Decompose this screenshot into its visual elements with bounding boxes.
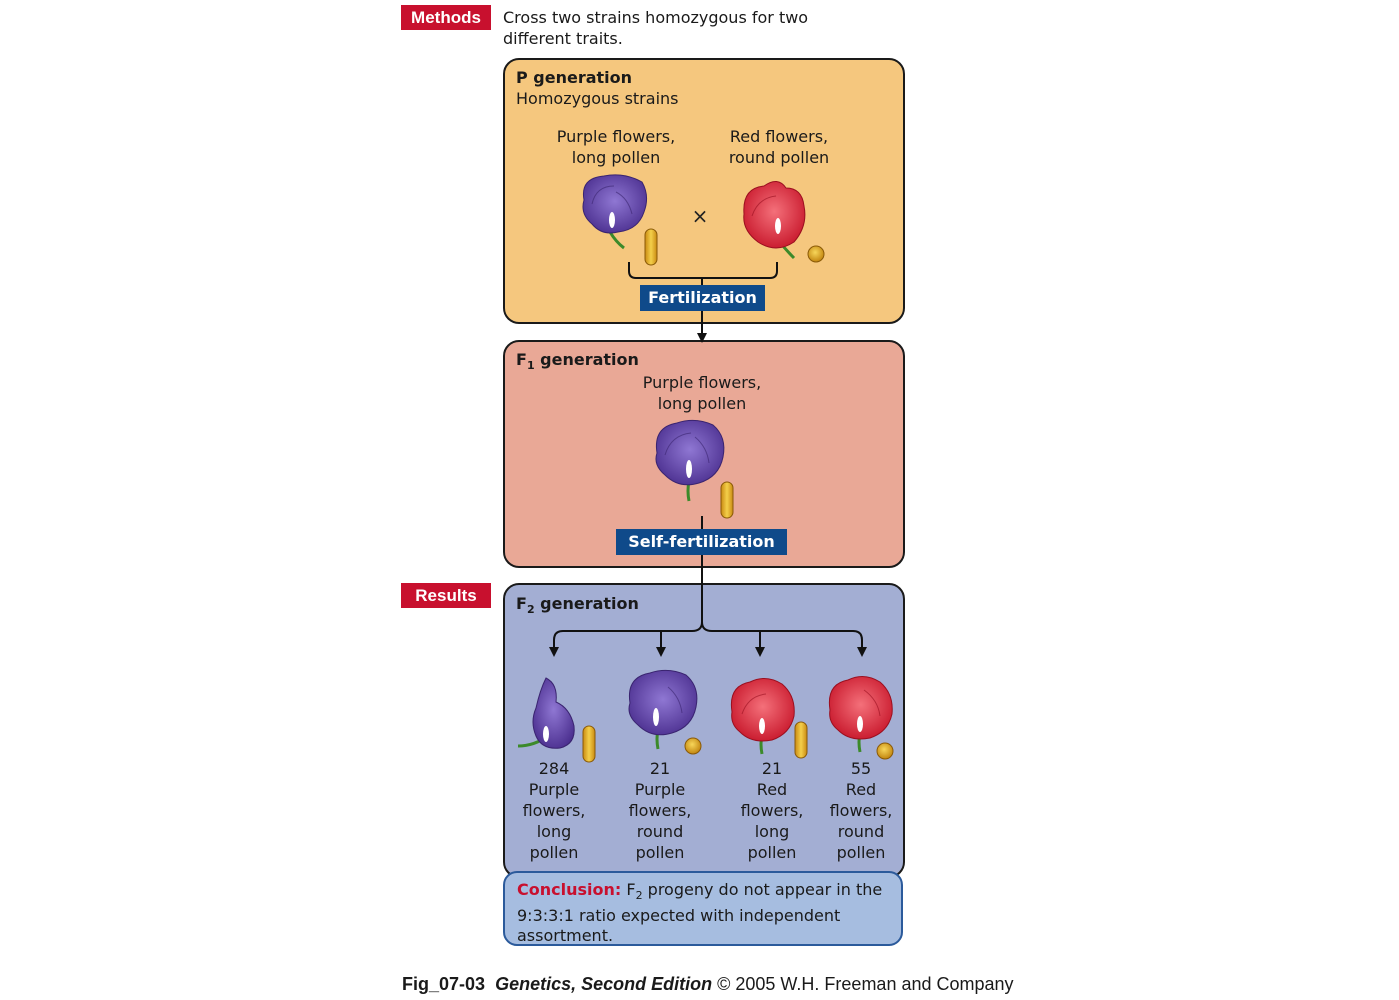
parent2-round-pollen-icon (807, 245, 825, 263)
fertilization-label: Fertilization (640, 285, 765, 311)
f2-offspring1-label: Purple flowers, long pollen (522, 780, 586, 862)
f2-offspring2-count: 21 (649, 759, 671, 778)
f2-offspring2-label: Purple flowers, round pollen (628, 780, 692, 862)
f1-generation-title: F1 generation (516, 350, 639, 373)
parent1-long-pollen-icon (644, 228, 658, 266)
f2-offspring3-label: Red flowers, long pollen (740, 780, 804, 862)
conclusion-f-sub: 2 (635, 889, 643, 903)
f2-offspring4-red-flower-icon (828, 676, 893, 753)
caption-book-title: Genetics, Second Edition (495, 974, 713, 994)
results-tag: Results (401, 583, 491, 608)
f2-generation-title: F2 generation (516, 594, 639, 617)
f2-branch-arrows (549, 621, 867, 657)
f2-offspring1-count: 284 (538, 759, 570, 778)
caption-fig-id: Fig_07-03 (402, 974, 486, 994)
p-generation-panel (503, 58, 905, 324)
parent1-purple-flower-icon (582, 174, 648, 250)
self-fertilization-label: Self-fertilization (616, 529, 787, 555)
f2-offspring4-count: 55 (850, 759, 872, 778)
f1-label: Purple flowers, long pollen (642, 373, 762, 413)
conclusion-box: Conclusion: F2 progeny do not appear in … (503, 871, 903, 946)
f2-offspring1-long-pollen-icon (582, 725, 596, 763)
f2-offspring3-long-pollen-icon (794, 721, 808, 759)
methods-tag: Methods (401, 5, 491, 30)
conclusion-text: progeny do not appear in the 9:3:3:1 rat… (517, 880, 883, 946)
cross-symbol: × (692, 204, 709, 228)
conclusion-f: F (621, 880, 636, 899)
parent2-label: Red flowers, round pollen (728, 127, 830, 167)
f2-offspring2-purple-flower-icon (628, 669, 698, 750)
fertilization-bracket (628, 262, 778, 287)
p-generation-subtitle: Homozygous strains (516, 89, 679, 108)
f2-offspring4-round-pollen-icon (876, 742, 894, 760)
figure-caption: Fig_07-03 Genetics, Second Edition © 200… (402, 974, 1014, 995)
conclusion-heading: Conclusion: (517, 880, 622, 899)
f2-offspring1-purple-flower-icon (517, 677, 575, 749)
caption-copyright: © 2005 W.H. Freeman and Company (717, 974, 1014, 994)
f2-offspring3-red-flower-icon (730, 678, 795, 755)
parent2-red-flower-icon (743, 181, 806, 260)
f1-purple-flower-icon (655, 419, 725, 502)
f2-offspring2-round-pollen-icon (684, 737, 702, 755)
f2-offspring3-count: 21 (761, 759, 783, 778)
f2-offspring4-label: Red flowers, round pollen (829, 780, 893, 862)
parent1-label: Purple flowers, long pollen (556, 127, 676, 167)
methods-description: Cross two strains homozygous for two dif… (503, 8, 809, 48)
f1-long-pollen-icon (720, 481, 734, 519)
p-generation-title: P generation (516, 68, 633, 87)
